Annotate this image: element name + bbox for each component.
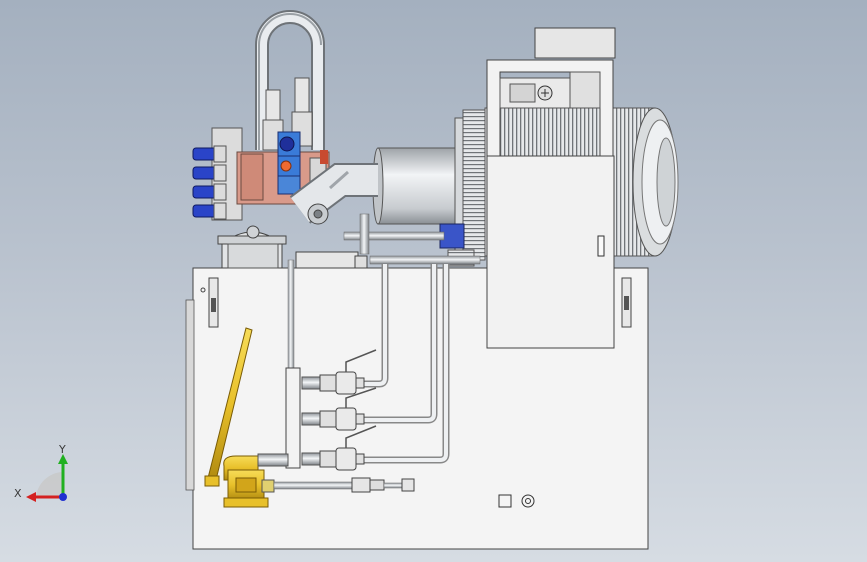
distribution-block	[285, 367, 301, 469]
z-axis-dot	[59, 493, 67, 501]
pipe-loop-icon	[255, 10, 325, 150]
return-pipes	[287, 259, 450, 464]
electric-motor-icon[interactable]	[372, 27, 679, 349]
x-axis-label: X	[14, 487, 22, 500]
directional-valve-heads[interactable]	[192, 145, 227, 220]
oil-filter-icon[interactable]	[217, 225, 368, 269]
y-axis-label: Y	[58, 443, 66, 456]
electrical-cabinet[interactable]	[486, 155, 615, 349]
pressure-lines	[343, 213, 481, 265]
ball-valve-icon[interactable]	[301, 349, 377, 471]
coordinate-triad: Y X	[14, 443, 68, 502]
hand-pump-icon[interactable]	[204, 327, 415, 508]
tank-side-cover	[185, 299, 195, 491]
suction-pipe	[289, 163, 378, 225]
drain-plug[interactable]	[498, 494, 535, 508]
